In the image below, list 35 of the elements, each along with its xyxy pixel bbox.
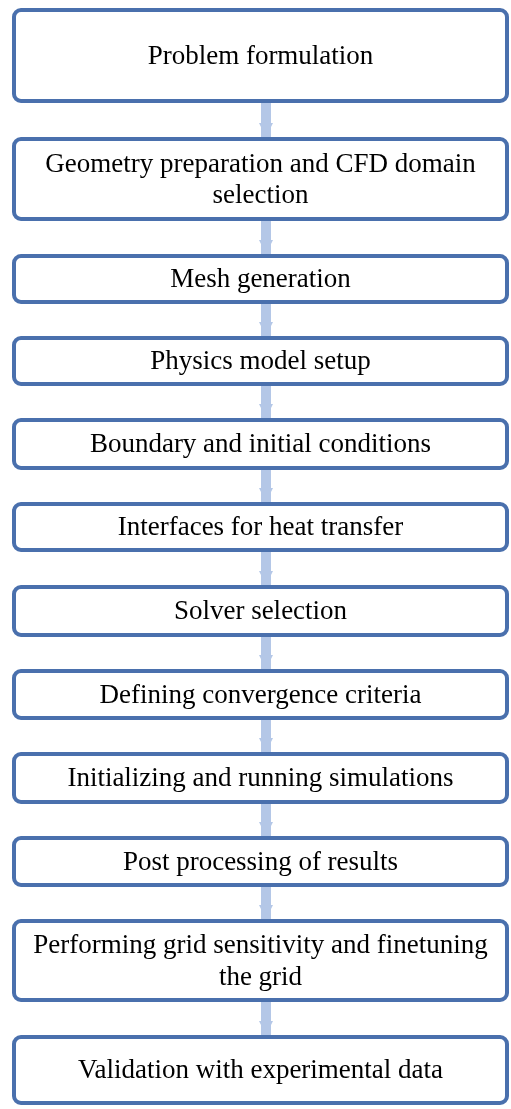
step-label: Post processing of results xyxy=(122,845,399,877)
arrow xyxy=(259,470,273,502)
step-label: Performing grid sensitivity and finetuning the grid xyxy=(32,929,489,992)
process-box xyxy=(12,336,509,386)
step-label: Physics model setup xyxy=(150,345,371,377)
arrow xyxy=(259,637,273,669)
process-box xyxy=(12,254,509,304)
arrow xyxy=(259,1002,273,1035)
arrow xyxy=(259,552,273,585)
arrow xyxy=(259,804,273,836)
step-label: Solver selection xyxy=(173,595,348,627)
process-box xyxy=(12,1035,509,1105)
arrow xyxy=(259,304,273,336)
arrow xyxy=(259,720,273,752)
process-box xyxy=(12,418,509,470)
process-box xyxy=(12,752,509,804)
process-box xyxy=(12,919,509,1002)
step-label: Problem formulation xyxy=(147,39,374,71)
arrow xyxy=(259,221,273,254)
step-label: Initializing and running simulations xyxy=(67,762,454,794)
step-label: Validation with experimental data xyxy=(77,1054,444,1086)
arrow xyxy=(259,103,273,137)
step-label: Defining convergence criteria xyxy=(99,678,422,710)
process-box xyxy=(12,669,509,720)
arrow xyxy=(259,887,273,919)
step-label: Geometry preparation and CFD domain selection xyxy=(44,147,477,211)
step-label: Boundary and initial conditions xyxy=(89,428,432,460)
arrow xyxy=(259,386,273,418)
process-box xyxy=(12,8,509,103)
process-box xyxy=(12,137,509,221)
process-box xyxy=(12,502,509,552)
step-label: Mesh generation xyxy=(170,263,351,295)
process-box xyxy=(12,836,509,887)
step-label: Interfaces for heat transfer xyxy=(117,511,404,543)
process-box xyxy=(12,585,509,637)
